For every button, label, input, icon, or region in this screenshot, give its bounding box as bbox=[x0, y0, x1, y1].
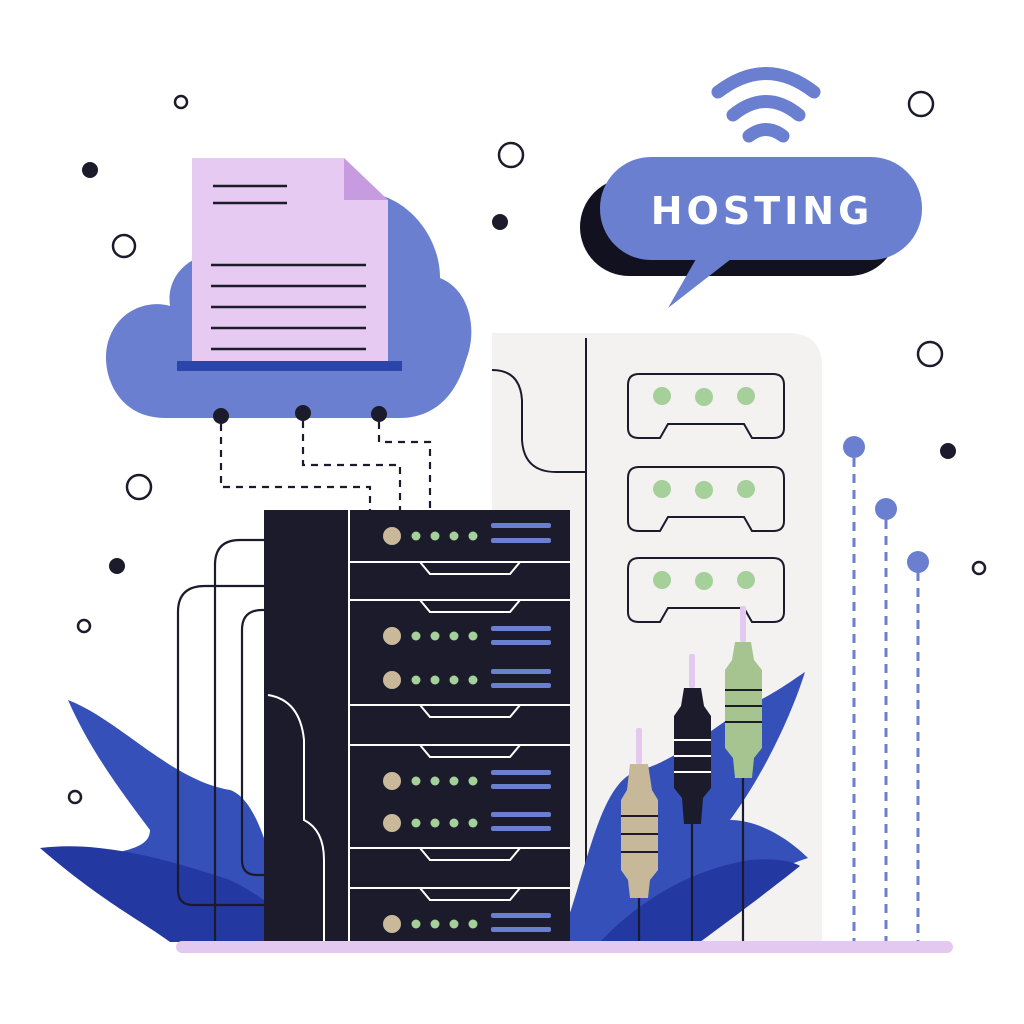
panel-leds bbox=[653, 387, 755, 590]
decorative-dots bbox=[67, 90, 987, 805]
wifi-icon bbox=[711, 67, 821, 143]
rack-unit-1 bbox=[383, 523, 551, 545]
hosting-speech-bubble: HOSTING bbox=[580, 157, 922, 308]
network-cable-icon bbox=[621, 606, 762, 942]
cloud-connectors bbox=[213, 405, 432, 512]
floor-bar bbox=[176, 941, 953, 953]
rack-unit-5 bbox=[383, 812, 551, 832]
signal-pins bbox=[843, 436, 929, 942]
decorative-dots-filled bbox=[82, 162, 956, 574]
server-rack-icon bbox=[264, 510, 570, 942]
rack-unit-3 bbox=[383, 669, 551, 689]
panel-slots bbox=[627, 373, 785, 623]
rack-unit-4 bbox=[383, 770, 551, 790]
hosting-label: HOSTING bbox=[651, 189, 874, 233]
document-icon bbox=[177, 158, 402, 371]
rack-cables bbox=[176, 538, 265, 942]
rack-unit-6 bbox=[383, 913, 551, 933]
rack-unit-2 bbox=[383, 626, 551, 645]
